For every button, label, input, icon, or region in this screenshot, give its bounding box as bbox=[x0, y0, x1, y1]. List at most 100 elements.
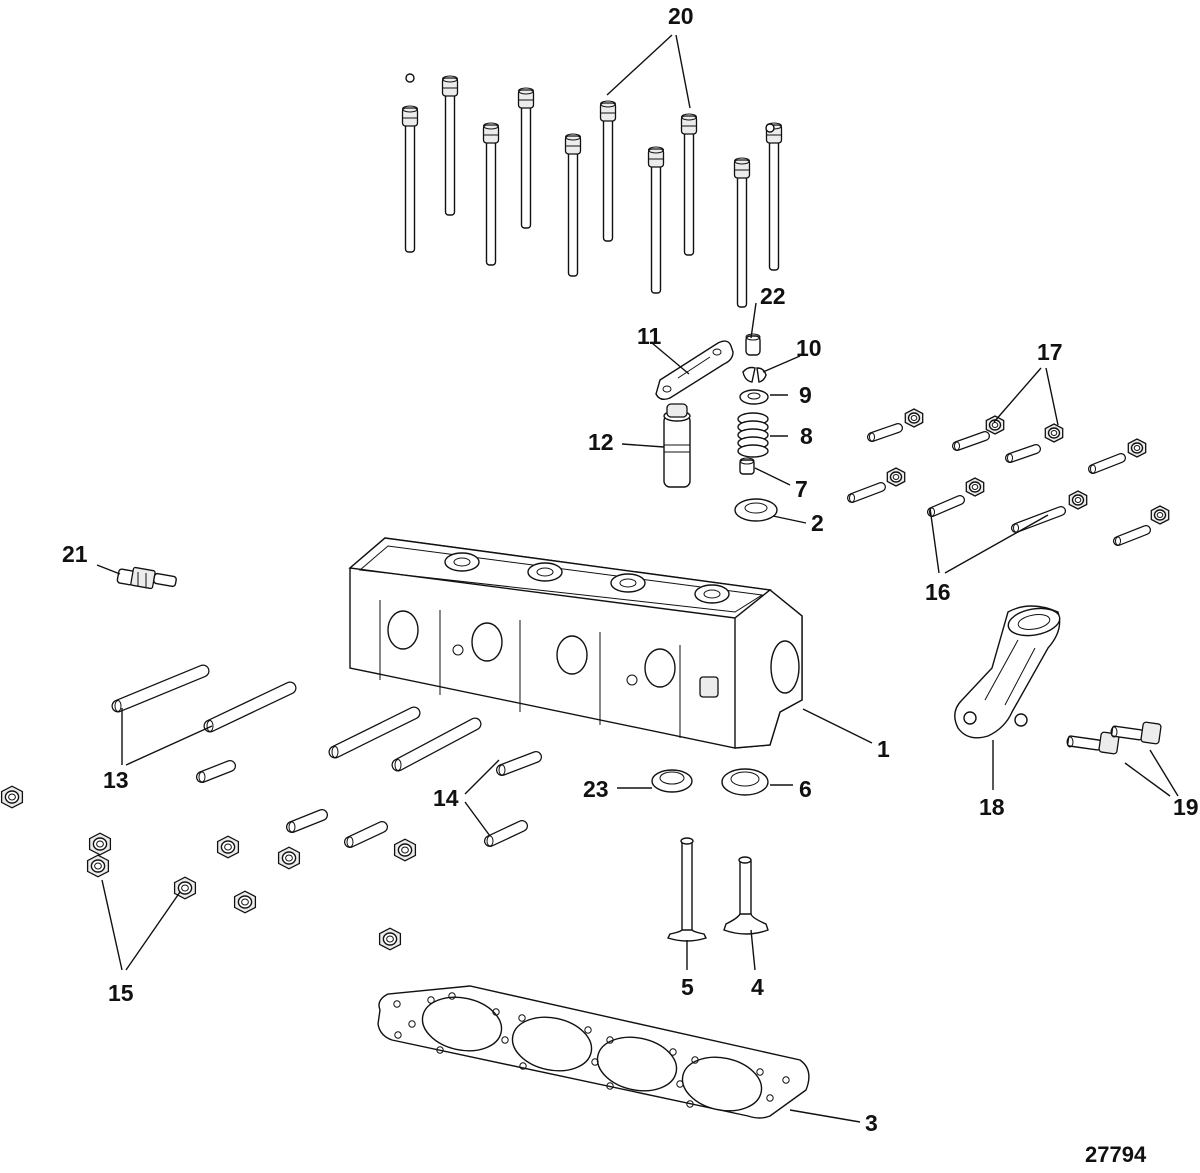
spring-retainer bbox=[739, 389, 769, 405]
gasket-bolt-hole bbox=[501, 1036, 509, 1044]
head-bolt bbox=[564, 133, 582, 277]
pin bbox=[286, 809, 328, 833]
callout-21: 21 bbox=[62, 541, 88, 567]
pin bbox=[196, 760, 236, 783]
stud-nut bbox=[1068, 490, 1088, 510]
manifold-stud bbox=[927, 495, 965, 517]
callout-3: 3 bbox=[865, 1110, 878, 1136]
nut bbox=[378, 927, 402, 951]
head-bolt bbox=[517, 87, 535, 229]
head-bolt bbox=[401, 105, 419, 253]
manifold-stud bbox=[847, 482, 886, 503]
pin bbox=[484, 820, 528, 847]
callout-15: 15 bbox=[108, 980, 134, 1006]
head-bolt bbox=[441, 75, 459, 216]
callout-11: 11 bbox=[637, 323, 662, 349]
callout-1: 1 bbox=[877, 736, 890, 762]
thermostat-housing bbox=[954, 605, 1061, 739]
gasket-bolt-hole bbox=[519, 1062, 527, 1070]
callout-19: 19 bbox=[1173, 794, 1199, 820]
head-dowel bbox=[391, 717, 482, 772]
callout-20: 20 bbox=[668, 3, 694, 29]
gasket-bolt-hole bbox=[766, 1094, 774, 1102]
figure-reference-number: 27794 bbox=[1085, 1142, 1147, 1167]
rocker-arm bbox=[655, 340, 734, 401]
nut bbox=[393, 838, 417, 862]
exhaust-valve-seat bbox=[651, 769, 693, 793]
cylinder-head bbox=[348, 537, 803, 749]
head-gasket bbox=[377, 985, 810, 1119]
callout-10: 10 bbox=[796, 335, 822, 361]
stud-nut bbox=[1150, 505, 1170, 525]
head-bolt bbox=[680, 113, 698, 256]
gasket-bolt-hole bbox=[591, 1058, 599, 1066]
housing-bolts bbox=[1066, 721, 1162, 755]
head-bolts bbox=[401, 73, 783, 308]
callout-5: 5 bbox=[681, 974, 694, 1000]
stud-nut bbox=[1044, 423, 1064, 443]
valve-stem-seal bbox=[739, 457, 755, 475]
stud-nut bbox=[965, 477, 985, 497]
manifold-studs bbox=[847, 423, 1151, 546]
gasket-bolt-hole bbox=[393, 1000, 401, 1008]
nut bbox=[86, 854, 110, 878]
gasket-bolt-hole bbox=[408, 1020, 416, 1028]
callout-labels: 20 22 11 10 9 8 7 2 12 17 21 16 1 13 14 … bbox=[62, 3, 1199, 1167]
callout-23: 23 bbox=[583, 776, 609, 802]
callout-13: 13 bbox=[103, 767, 129, 793]
callout-2: 2 bbox=[811, 510, 824, 536]
nut bbox=[0, 785, 24, 809]
callout-4: 4 bbox=[751, 974, 764, 1000]
gasket-bolt-hole bbox=[518, 1014, 526, 1022]
gasket-bolt-hole bbox=[686, 1100, 694, 1108]
pin bbox=[344, 821, 388, 848]
spring-seat bbox=[734, 498, 778, 522]
head-bolt bbox=[599, 100, 617, 242]
callout-6: 6 bbox=[799, 776, 812, 802]
callout-9: 9 bbox=[799, 382, 812, 408]
callout-8: 8 bbox=[800, 423, 813, 449]
callout-12: 12 bbox=[588, 429, 614, 455]
intake-valve bbox=[723, 856, 769, 935]
head-bolt bbox=[765, 122, 783, 271]
callout-18: 18 bbox=[979, 794, 1005, 820]
stud-nut bbox=[985, 415, 1005, 435]
callout-7: 7 bbox=[795, 476, 808, 502]
manifold-stud bbox=[952, 431, 990, 451]
head-bolt bbox=[647, 146, 665, 294]
nut bbox=[216, 835, 240, 859]
manifold-stud bbox=[1113, 525, 1151, 546]
nuts bbox=[0, 785, 417, 951]
pin bbox=[496, 751, 542, 776]
stud-nuts bbox=[886, 408, 1170, 525]
gasket-bolt-hole bbox=[606, 1036, 614, 1044]
gasket-bolt-hole bbox=[756, 1068, 764, 1076]
gasket-bolt-hole bbox=[676, 1080, 684, 1088]
manifold-stud bbox=[867, 423, 903, 442]
gasket-bolt-hole bbox=[427, 996, 435, 1004]
head-dowel bbox=[203, 681, 297, 733]
leader-lines bbox=[96, 34, 1179, 1123]
exhaust-valve bbox=[667, 837, 707, 942]
gasket-bolt-hole bbox=[492, 1008, 500, 1016]
gasket-bolt-hole bbox=[448, 992, 456, 1000]
callout-17: 17 bbox=[1037, 339, 1063, 365]
valve-keepers bbox=[742, 366, 767, 383]
gasket-bolt-hole bbox=[691, 1056, 699, 1064]
stud-nut bbox=[1127, 438, 1147, 458]
head-dowels bbox=[111, 664, 482, 772]
callout-16: 16 bbox=[925, 579, 951, 605]
nut bbox=[88, 832, 112, 856]
gasket-bolt-hole bbox=[669, 1048, 677, 1056]
lash-adjuster bbox=[663, 403, 691, 488]
intake-valve-seat bbox=[721, 768, 769, 796]
pins bbox=[196, 751, 542, 848]
head-bolt bbox=[482, 122, 500, 266]
gasket-bolt-hole bbox=[782, 1076, 790, 1084]
head-dowel bbox=[111, 664, 210, 713]
bolt-washer bbox=[405, 73, 415, 83]
gasket-bolt-hole bbox=[584, 1026, 592, 1034]
callout-22: 22 bbox=[760, 283, 786, 309]
manifold-stud bbox=[1011, 506, 1066, 533]
